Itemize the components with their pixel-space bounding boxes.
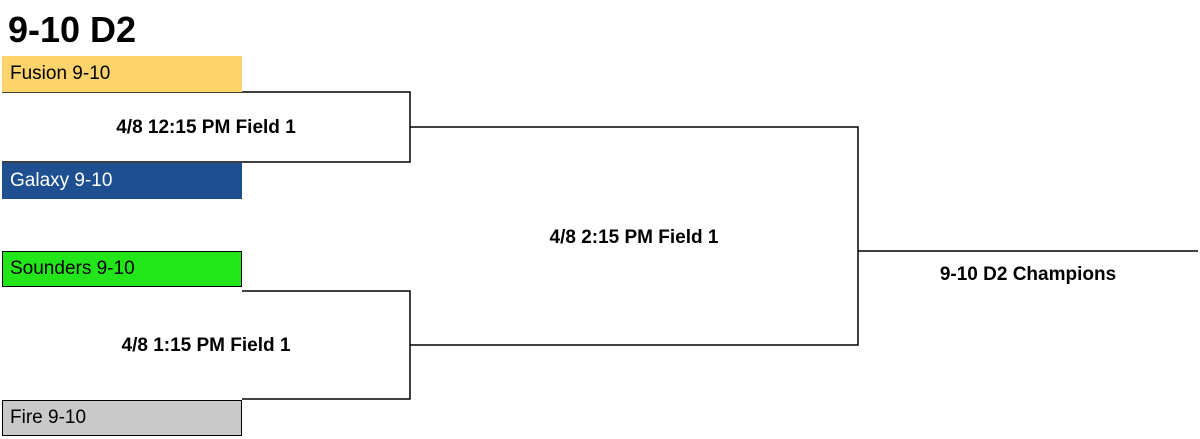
team-sounders: Sounders 9-10 bbox=[2, 251, 242, 287]
game-2-schedule: 4/8 1:15 PM Field 1 bbox=[121, 335, 291, 356]
team-fire: Fire 9-10 bbox=[2, 400, 242, 436]
team-fusion: Fusion 9-10 bbox=[2, 56, 242, 92]
champion-label: 9-10 D2 Champions bbox=[939, 264, 1117, 285]
bracket-title: 9-10 D2 bbox=[8, 9, 137, 50]
final-game-schedule: 4/8 2:15 PM Field 1 bbox=[549, 227, 719, 248]
team-galaxy: Galaxy 9-10 bbox=[2, 163, 242, 199]
game-1-schedule: 4/8 12:15 PM Field 1 bbox=[116, 117, 296, 138]
final-connector bbox=[410, 126, 859, 346]
